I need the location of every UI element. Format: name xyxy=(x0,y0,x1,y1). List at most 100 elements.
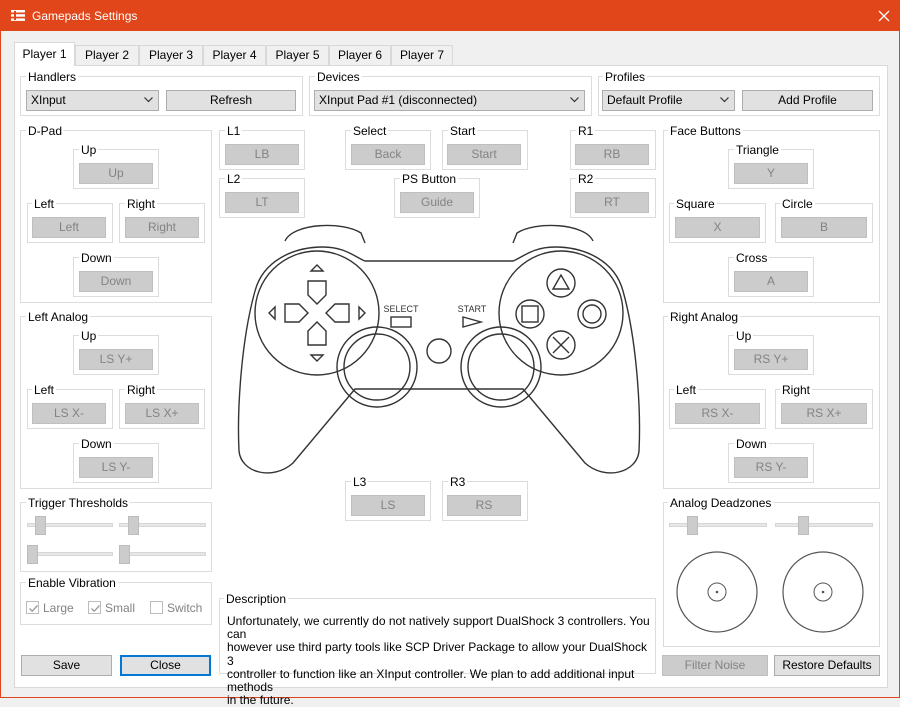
controller-image: SELECT START xyxy=(237,224,641,474)
r3-label: R3 xyxy=(448,475,468,489)
deadzones-label: Analog Deadzones xyxy=(668,496,774,510)
restore-defaults-button[interactable]: Restore Defaults xyxy=(774,655,880,676)
devices-select[interactable]: XInput Pad #1 (disconnected) xyxy=(314,90,585,111)
trigger-slider-2-thumb[interactable] xyxy=(128,516,139,535)
ls-up-button[interactable]: LS Y+ xyxy=(79,349,153,370)
start-button[interactable]: Start xyxy=(447,144,521,165)
right-analog-group xyxy=(663,316,880,489)
dpad-left-group xyxy=(27,203,113,243)
r1-label: R1 xyxy=(576,124,596,138)
dpad-right-button[interactable]: Right xyxy=(125,217,199,238)
handlers-select-value: XInput xyxy=(31,93,66,107)
cross-group xyxy=(728,257,814,297)
window-title: Gamepads Settings xyxy=(32,9,138,23)
rs-left-button[interactable]: RS X- xyxy=(675,403,760,424)
trigger-slider-3-track[interactable] xyxy=(27,552,113,556)
dpad-left-label: Left xyxy=(32,197,57,211)
tab-player-7[interactable]: Player 7 xyxy=(391,45,453,65)
dpad-left-button[interactable]: Left xyxy=(32,217,106,238)
save-button[interactable]: Save xyxy=(21,655,112,676)
select-button[interactable]: Back xyxy=(351,144,425,165)
vibration-switch-checkbox[interactable]: Switch xyxy=(150,601,208,615)
tab-player-4[interactable]: Player 4 xyxy=(203,45,266,65)
rs-left-group xyxy=(669,389,766,429)
l2-button[interactable]: LT xyxy=(225,192,299,213)
rs-up-button[interactable]: RS Y+ xyxy=(734,349,808,370)
ls-left-group xyxy=(27,389,113,429)
circle-button[interactable]: B xyxy=(781,217,867,238)
tab-player-2[interactable]: Player 2 xyxy=(75,45,139,65)
rs-down-group xyxy=(728,443,814,483)
vibration-small-checkbox[interactable]: Small xyxy=(88,601,143,615)
trigger-slider-1-track[interactable] xyxy=(27,523,113,527)
trigger-slider-3-thumb[interactable] xyxy=(27,545,38,564)
deadzone-left-slider-track[interactable] xyxy=(669,523,767,527)
l3-group xyxy=(345,481,431,521)
description-label: Description xyxy=(224,592,289,606)
rs-right-button[interactable]: RS X+ xyxy=(781,403,867,424)
tab-player-3[interactable]: Player 3 xyxy=(139,45,203,65)
dpad-right-label: Right xyxy=(125,197,158,211)
square-button[interactable]: X xyxy=(675,217,760,238)
rs-down-button[interactable]: RS Y- xyxy=(734,457,808,478)
description-text: Unfortunately, we currently do not nativ… xyxy=(227,614,653,707)
refresh-button[interactable]: Refresh xyxy=(166,90,296,111)
devices-select-value: XInput Pad #1 (disconnected) xyxy=(319,93,478,107)
l3-button[interactable]: LS xyxy=(351,495,425,516)
title-bar[interactable]: Gamepads Settings xyxy=(1,1,899,31)
ls-left-button[interactable]: LS X- xyxy=(32,403,106,424)
close-window-button[interactable] xyxy=(869,1,899,31)
checkmark-icon xyxy=(91,605,100,613)
l2-group xyxy=(219,178,305,218)
cross-button[interactable]: A xyxy=(734,271,808,292)
handlers-select[interactable]: XInput xyxy=(26,90,159,111)
profiles-select[interactable]: Default Profile xyxy=(602,90,735,111)
left-analog-group xyxy=(20,316,212,489)
dpad-right-group xyxy=(119,203,205,243)
ls-down-button[interactable]: LS Y- xyxy=(79,457,153,478)
chevron-down-icon xyxy=(720,97,729,103)
vibration-switch-label: Switch xyxy=(167,601,203,615)
chevron-down-icon xyxy=(570,97,579,103)
close-button[interactable]: Close xyxy=(120,655,211,676)
r2-button[interactable]: RT xyxy=(575,192,649,213)
vibration-large-checkbox[interactable]: Large xyxy=(26,601,86,615)
l1-button[interactable]: LB xyxy=(225,144,299,165)
triangle-button[interactable]: Y xyxy=(734,163,808,184)
rs-right-group xyxy=(775,389,873,429)
face-buttons-label: Face Buttons xyxy=(668,124,743,138)
filter-noise-button[interactable]: Filter Noise xyxy=(662,655,768,676)
trigger-slider-4-track[interactable] xyxy=(119,552,206,556)
vibration-small-label: Small xyxy=(105,601,136,615)
dpad-down-label: Down xyxy=(79,251,114,265)
dpad-up-group xyxy=(73,149,159,189)
deadzone-right-slider-track[interactable] xyxy=(775,523,873,527)
deadzone-right-slider-thumb[interactable] xyxy=(798,516,809,535)
r3-button[interactable]: RS xyxy=(447,495,521,516)
trigger-thresholds-group xyxy=(20,502,212,572)
start-group xyxy=(442,130,528,170)
ps-button[interactable]: Guide xyxy=(400,192,474,213)
trigger-slider-1-thumb[interactable] xyxy=(35,516,46,535)
tab-player-6[interactable]: Player 6 xyxy=(329,45,391,65)
r2-group xyxy=(570,178,656,218)
checkmark-icon xyxy=(29,605,38,613)
dpad-up-button[interactable]: Up xyxy=(79,163,153,184)
r1-button[interactable]: RB xyxy=(575,144,649,165)
trigger-slider-2-track[interactable] xyxy=(119,523,206,527)
ls-right-button[interactable]: LS X+ xyxy=(125,403,199,424)
description-line: however use third party tools like SCP D… xyxy=(227,640,647,668)
deadzone-left-slider-thumb[interactable] xyxy=(687,516,698,535)
rs-left-label: Left xyxy=(674,383,699,397)
dpad-down-button[interactable]: Down xyxy=(79,271,153,292)
r1-group xyxy=(570,130,656,170)
left-analog-label: Left Analog xyxy=(26,310,91,324)
trigger-slider-4-thumb[interactable] xyxy=(119,545,130,564)
controller-start-text: START xyxy=(458,304,487,314)
dpad-label: D-Pad xyxy=(26,124,65,138)
tab-player-5[interactable]: Player 5 xyxy=(266,45,329,65)
tab-player-1[interactable]: Player 1 xyxy=(14,42,75,66)
add-profile-button[interactable]: Add Profile xyxy=(742,90,873,111)
profiles-label: Profiles xyxy=(603,70,648,84)
rs-up-group xyxy=(728,335,814,375)
